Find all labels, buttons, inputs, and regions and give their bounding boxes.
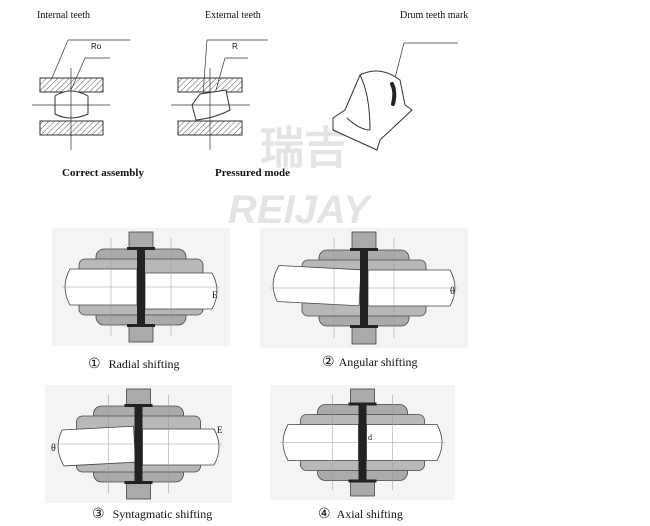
dimension-d-label: d bbox=[368, 433, 372, 442]
right-shaft bbox=[142, 428, 220, 466]
watermark-en: REIJAY bbox=[228, 188, 370, 232]
number-badge: ③ bbox=[92, 507, 105, 522]
spacer-i-beam bbox=[124, 404, 153, 484]
caption-text: Axial shifting bbox=[336, 507, 403, 521]
spacer-i-beam bbox=[127, 247, 155, 327]
pressured-mode-caption: Pressured mode bbox=[215, 167, 291, 179]
axial-shifting-diagram: d bbox=[270, 385, 455, 500]
coupling-section bbox=[55, 388, 222, 500]
internal-teeth-diagram bbox=[32, 39, 130, 150]
ro-label: Ro bbox=[91, 42, 102, 51]
internal-teeth-title: Internal teeth bbox=[37, 10, 91, 21]
caption-text: Radial shifting bbox=[108, 357, 180, 371]
left-shaft bbox=[57, 425, 136, 467]
drum-teeth-title: Drum teeth mark bbox=[400, 10, 469, 21]
left-shaft bbox=[272, 265, 362, 307]
caption-axial: ④ Axial shifting bbox=[318, 506, 403, 523]
dimension-theta-label: θ bbox=[51, 443, 56, 454]
coupling-section bbox=[270, 231, 458, 345]
spacer-i-beam bbox=[348, 402, 377, 483]
radial-shifting-diagram: E bbox=[52, 228, 230, 346]
coupling-section bbox=[280, 388, 445, 497]
dimension-theta-label: θ bbox=[450, 286, 455, 297]
caption-radial: ① Radial shifting bbox=[88, 356, 180, 373]
number-badge: ① bbox=[88, 357, 101, 372]
coupling-section bbox=[62, 231, 220, 343]
number-badge: ④ bbox=[318, 507, 331, 522]
dimension-e-label: E bbox=[212, 290, 218, 300]
spacer-i-beam bbox=[350, 248, 378, 328]
external-teeth-title: External teeth bbox=[205, 10, 261, 21]
r-label: R bbox=[232, 42, 238, 51]
caption-text: Angular shifting bbox=[338, 355, 418, 369]
number-badge: ② bbox=[322, 355, 335, 370]
watermark-cn: 瑞吉 bbox=[260, 124, 348, 173]
dimension-e-label: E bbox=[217, 425, 223, 435]
tooth-diagrams bbox=[32, 39, 458, 151]
external-teeth-diagram bbox=[171, 39, 268, 150]
caption-syntagmatic: ③ Syntagmatic shifting bbox=[92, 506, 212, 523]
correct-assembly-caption: Correct assembly bbox=[62, 167, 144, 179]
syntagmatic-shifting-diagram: θ E bbox=[45, 385, 232, 503]
drum-teeth-diagram bbox=[332, 42, 458, 151]
angular-shifting-diagram: θ bbox=[260, 228, 468, 348]
caption-text: Syntagmatic shifting bbox=[112, 507, 213, 521]
right-shaft bbox=[144, 272, 218, 310]
